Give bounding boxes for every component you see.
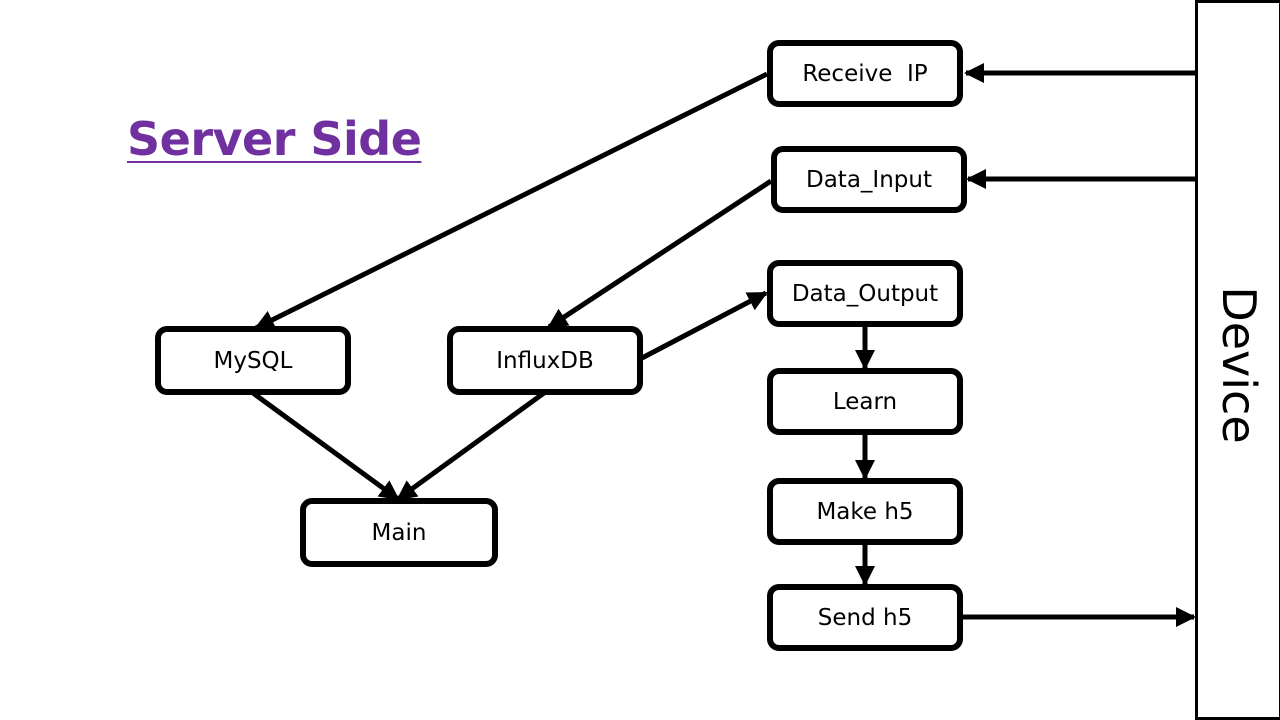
edge-receive-ip-to-mysql xyxy=(254,71,769,331)
node-main[interactable]: Main xyxy=(300,498,498,567)
node-receive-ip[interactable]: Receive IP xyxy=(767,40,963,107)
edge-influxdb-to-data-output xyxy=(640,290,768,361)
node-data-output[interactable]: Data_Output xyxy=(767,260,963,327)
node-send-h5[interactable]: Send h5 xyxy=(767,584,963,651)
node-make-h5[interactable]: Make h5 xyxy=(767,478,963,545)
node-device[interactable]: Device xyxy=(1195,0,1280,720)
edge-mysql-to-main xyxy=(251,390,400,502)
device-label: Device xyxy=(1211,286,1266,444)
node-data-input[interactable]: Data_Input xyxy=(771,146,967,213)
edge-data-input-to-influxdb xyxy=(547,178,773,330)
node-learn[interactable]: Learn xyxy=(767,368,963,435)
edge-influxdb-to-main xyxy=(396,390,546,502)
node-mysql[interactable]: MySQL xyxy=(155,326,351,395)
page-title: Server Side xyxy=(127,112,422,166)
node-influxdb[interactable]: InfluxDB xyxy=(447,326,643,395)
